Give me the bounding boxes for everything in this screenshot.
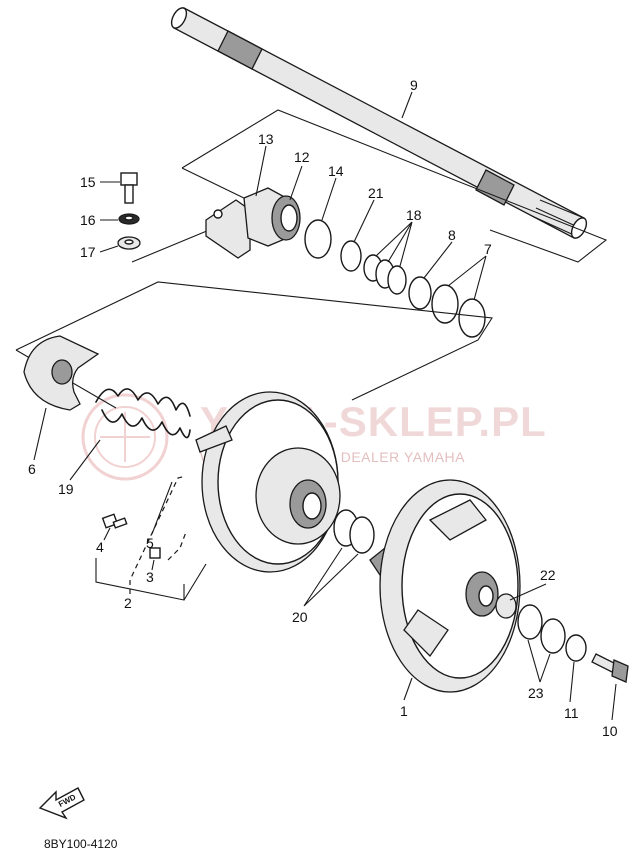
callout-18: 18 <box>406 207 422 223</box>
spacer-collars <box>333 509 375 554</box>
secondary-sheave-fixed <box>369 479 521 693</box>
leader-lines <box>33 91 617 721</box>
callout-13: 13 <box>258 131 274 147</box>
callout-3: 3 <box>146 569 154 585</box>
compression-spring <box>95 388 191 439</box>
upper-assembly-plane <box>131 109 608 263</box>
callout-10: 10 <box>602 723 618 739</box>
callout-9: 9 <box>410 77 418 93</box>
callout-22: 22 <box>540 567 556 583</box>
watermark-logo <box>81 393 169 481</box>
end-washers <box>495 593 587 662</box>
callout-labels: 9 13 12 14 21 18 8 7 15 16 17 6 19 5 4 3… <box>28 77 618 739</box>
upper-rings <box>304 219 486 338</box>
callout-7: 7 <box>484 241 492 257</box>
callout-8: 8 <box>448 227 456 243</box>
cam-plate <box>23 335 100 411</box>
callout-12: 12 <box>294 149 310 165</box>
callout-23: 23 <box>528 685 544 701</box>
callout-5: 5 <box>146 535 154 551</box>
callout-15: 15 <box>80 174 96 190</box>
callout-4: 4 <box>96 539 104 555</box>
small-fasteners <box>101 513 161 559</box>
secondary-sheave-movable <box>195 391 341 573</box>
bolt-washer-stack <box>117 172 141 250</box>
bearing-housing <box>205 187 301 259</box>
callout-11: 11 <box>564 705 579 721</box>
diagram-part-code: 8BY100-4120 <box>44 837 118 851</box>
callout-2: 2 <box>124 595 132 611</box>
callout-17: 17 <box>80 244 96 260</box>
callout-20: 20 <box>292 609 308 625</box>
callout-14: 14 <box>328 163 344 179</box>
flange-bolt <box>591 653 629 683</box>
fwd-arrow: FWD <box>38 787 85 820</box>
callout-16: 16 <box>80 212 96 228</box>
callout-19: 19 <box>58 481 74 497</box>
callout-1: 1 <box>400 703 408 719</box>
callout-6: 6 <box>28 461 36 477</box>
callout-21: 21 <box>368 185 384 201</box>
drive-shaft <box>170 7 588 239</box>
